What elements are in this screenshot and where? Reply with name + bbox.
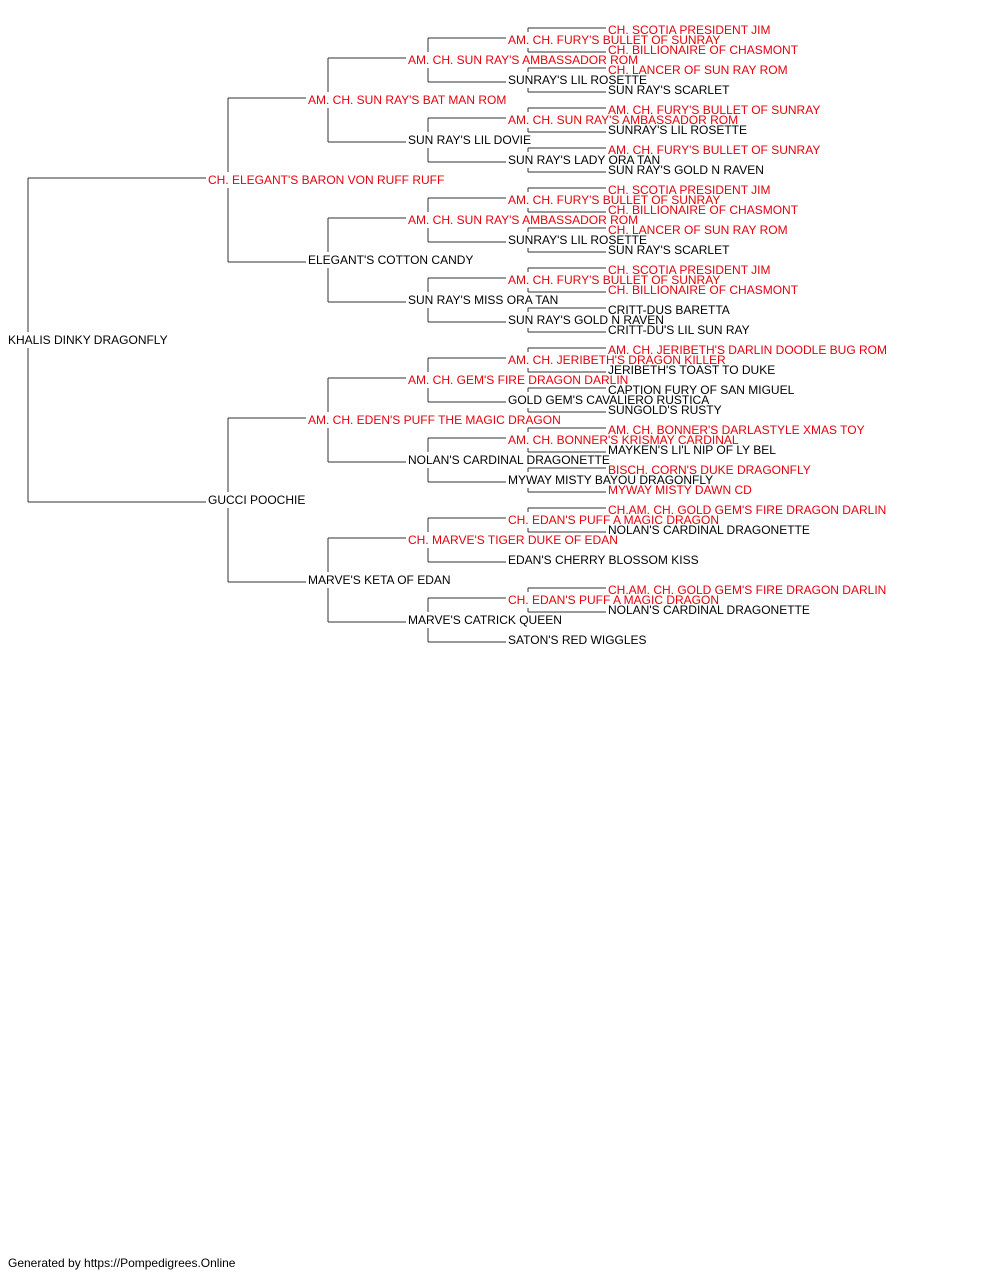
dog-name-gen5: AM. CH. FURY'S BULLET OF SUNRAY — [608, 103, 820, 117]
dog-name-gen4: AM. CH. SUN RAY'S AMBASSADOR ROM — [508, 113, 738, 127]
dog-name-gen1: CH. ELEGANT'S BARON VON RUFF RUFF — [208, 173, 444, 187]
dog-name-gen5: CH.AM. CH. GOLD GEM'S FIRE DRAGON DARLIN — [608, 503, 886, 517]
dog-name-gen4: AM. CH. FURY'S BULLET OF SUNRAY — [508, 273, 720, 287]
dog-name-gen3: CH. MARVE'S TIGER DUKE OF EDAN — [408, 533, 618, 547]
dog-name-gen2: AM. CH. EDEN'S PUFF THE MAGIC DRAGON — [308, 413, 561, 427]
dog-name-gen5: BISCH. CORN'S DUKE DRAGONFLY — [608, 463, 811, 477]
dog-name-gen5: CRITT-DUS BARETTA — [608, 303, 730, 317]
dog-name-gen4: AM. CH. BONNER'S KRISMAY CARDINAL — [508, 433, 739, 447]
dog-name-gen4: EDAN'S CHERRY BLOSSOM KISS — [508, 553, 699, 567]
dog-name-gen5: CH. SCOTIA PRESIDENT JIM — [608, 183, 770, 197]
footer-credit: Generated by https://Pompedigrees.Online — [8, 1256, 236, 1270]
dog-name-gen4: MYWAY MISTY BAYOU DRAGONFLY — [508, 473, 713, 487]
dog-name-gen4: GOLD GEM'S CAVALIERO RUSTICA — [508, 393, 709, 407]
dog-name-gen3: MARVE'S CATRICK QUEEN — [408, 613, 562, 627]
dog-name-gen4: SUNRAY'S LIL ROSETTE — [508, 233, 647, 247]
dog-name-gen5: CH. BILLIONAIRE OF CHASMONT — [608, 203, 799, 217]
dog-name-gen3: NOLAN'S CARDINAL DRAGONETTE — [408, 453, 610, 467]
dog-name-gen3: AM. CH. SUN RAY'S AMBASSADOR ROM — [408, 53, 638, 67]
dog-name-gen2: MARVE'S KETA OF EDAN — [308, 573, 451, 587]
dog-name-gen5: CAPTION FURY OF SAN MIGUEL — [608, 383, 795, 397]
dog-name-gen5: JERIBETH'S TOAST TO DUKE — [608, 363, 775, 377]
dog-name-gen5: CH. SCOTIA PRESIDENT JIM — [608, 23, 770, 37]
dog-name-gen4: AM. CH. JERIBETH'S DRAGON KILLER — [508, 353, 726, 367]
dog-name-gen5: CH. LANCER OF SUN RAY ROM — [608, 223, 788, 237]
dog-name-gen5: AM. CH. JERIBETH'S DARLIN DOODLE BUG ROM — [608, 343, 887, 357]
dog-name-gen4: SATON'S RED WIGGLES — [508, 633, 647, 647]
dog-name-gen0: KHALIS DINKY DRAGONFLY — [8, 333, 168, 347]
dog-name-gen5: CH. SCOTIA PRESIDENT JIM — [608, 263, 770, 277]
dog-name-gen5: AM. CH. BONNER'S DARLASTYLE XMAS TOY — [608, 423, 865, 437]
dog-name-gen2: ELEGANT'S COTTON CANDY — [308, 253, 473, 267]
dog-name-gen5: NOLAN'S CARDINAL DRAGONETTE — [608, 523, 810, 537]
dog-name-gen4: SUNRAY'S LIL ROSETTE — [508, 73, 647, 87]
dog-name-gen5: MAYKEN'S LI'L NIP OF LY BEL — [608, 443, 776, 457]
dog-name-gen4: SUN RAY'S GOLD N RAVEN — [508, 313, 664, 327]
dog-name-gen5: NOLAN'S CARDINAL DRAGONETTE — [608, 603, 810, 617]
dog-name-gen5: SUN RAY'S GOLD N RAVEN — [608, 163, 764, 177]
dog-name-gen5: MYWAY MISTY DAWN CD — [608, 483, 752, 497]
dog-name-gen5: SUN RAY'S SCARLET — [608, 243, 730, 257]
dog-name-gen5: AM. CH. FURY'S BULLET OF SUNRAY — [608, 143, 820, 157]
dog-name-gen5: CH.AM. CH. GOLD GEM'S FIRE DRAGON DARLIN — [608, 583, 886, 597]
dog-name-gen1: GUCCI POOCHIE — [208, 493, 305, 507]
dog-name-gen5: SUNGOLD'S RUSTY — [608, 403, 722, 417]
dog-name-gen3: AM. CH. GEM'S FIRE DRAGON DARLIN — [408, 373, 628, 387]
dog-name-gen2: AM. CH. SUN RAY'S BAT MAN ROM — [308, 93, 506, 107]
dog-name-gen5: CH. LANCER OF SUN RAY ROM — [608, 63, 788, 77]
dog-name-gen5: SUN RAY'S SCARLET — [608, 83, 730, 97]
dog-name-gen4: CH. EDAN'S PUFF A MAGIC DRAGON — [508, 513, 719, 527]
dog-name-gen3: AM. CH. SUN RAY'S AMBASSADOR ROM — [408, 213, 638, 227]
dog-name-gen4: SUN RAY'S LADY ORA TAN — [508, 153, 660, 167]
dog-name-gen4: CH. EDAN'S PUFF A MAGIC DRAGON — [508, 593, 719, 607]
dog-name-gen5: CRITT-DU'S LIL SUN RAY — [608, 323, 750, 337]
dog-name-gen3: SUN RAY'S LIL DOVIE — [408, 133, 531, 147]
dog-name-gen5: CH. BILLIONAIRE OF CHASMONT — [608, 283, 799, 297]
dog-name-gen3: SUN RAY'S MISS ORA TAN — [408, 293, 558, 307]
dog-name-gen4: AM. CH. FURY'S BULLET OF SUNRAY — [508, 33, 720, 47]
dog-name-gen4: AM. CH. FURY'S BULLET OF SUNRAY — [508, 193, 720, 207]
dog-name-gen5: CH. BILLIONAIRE OF CHASMONT — [608, 43, 799, 57]
dog-name-gen5: SUNRAY'S LIL ROSETTE — [608, 123, 747, 137]
